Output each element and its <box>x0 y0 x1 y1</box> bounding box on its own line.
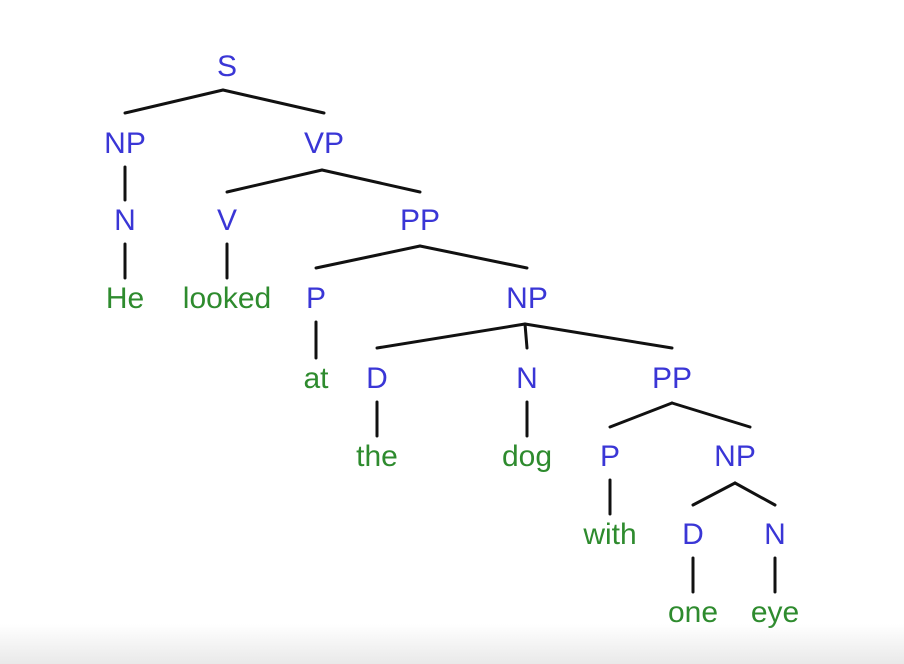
tree-edge-vp-v <box>225 168 324 194</box>
category-s: S <box>217 50 237 83</box>
category-np2: NP <box>506 282 548 315</box>
word-eye: eye <box>751 596 799 629</box>
tree-edge-np3-d2 <box>691 481 737 507</box>
word-dog: dog <box>502 440 552 473</box>
tree-edge-pp2-np3 <box>670 401 752 429</box>
tree-edge-pp2-p2 <box>608 401 674 429</box>
category-n1: N <box>114 204 136 237</box>
category-v: V <box>217 204 237 237</box>
category-d1: D <box>366 362 388 395</box>
tree-edge-np2-n2 <box>523 322 529 350</box>
category-d2: D <box>682 518 704 551</box>
bottom-shadow <box>0 624 904 664</box>
category-n2: N <box>516 362 538 395</box>
word-he: He <box>106 282 144 315</box>
category-vp: VP <box>304 127 344 160</box>
category-np1: NP <box>104 127 146 160</box>
category-p1: P <box>306 282 326 315</box>
category-p2: P <box>600 440 620 473</box>
tree-edge-np2-pp2 <box>523 322 674 350</box>
tree-edge-s-vp <box>221 88 326 115</box>
word-looked: looked <box>183 282 271 315</box>
tree-edge-vp-pp1 <box>320 168 422 194</box>
word-at: at <box>303 362 329 395</box>
tree-edge-np3-n3 <box>733 481 777 507</box>
word-one: one <box>668 596 718 629</box>
tree-edges <box>123 88 777 594</box>
category-np3: NP <box>714 440 756 473</box>
category-pp2: PP <box>652 362 692 395</box>
tree-edge-np2-d1 <box>375 322 527 350</box>
category-n3: N <box>764 518 786 551</box>
tree-edge-s-np1 <box>123 88 225 115</box>
tree-edge-pp1-p1 <box>314 244 422 270</box>
word-the: the <box>356 440 398 473</box>
tree-edge-pp1-np2 <box>418 244 529 270</box>
category-pp1: PP <box>400 204 440 237</box>
word-with: with <box>582 518 636 551</box>
